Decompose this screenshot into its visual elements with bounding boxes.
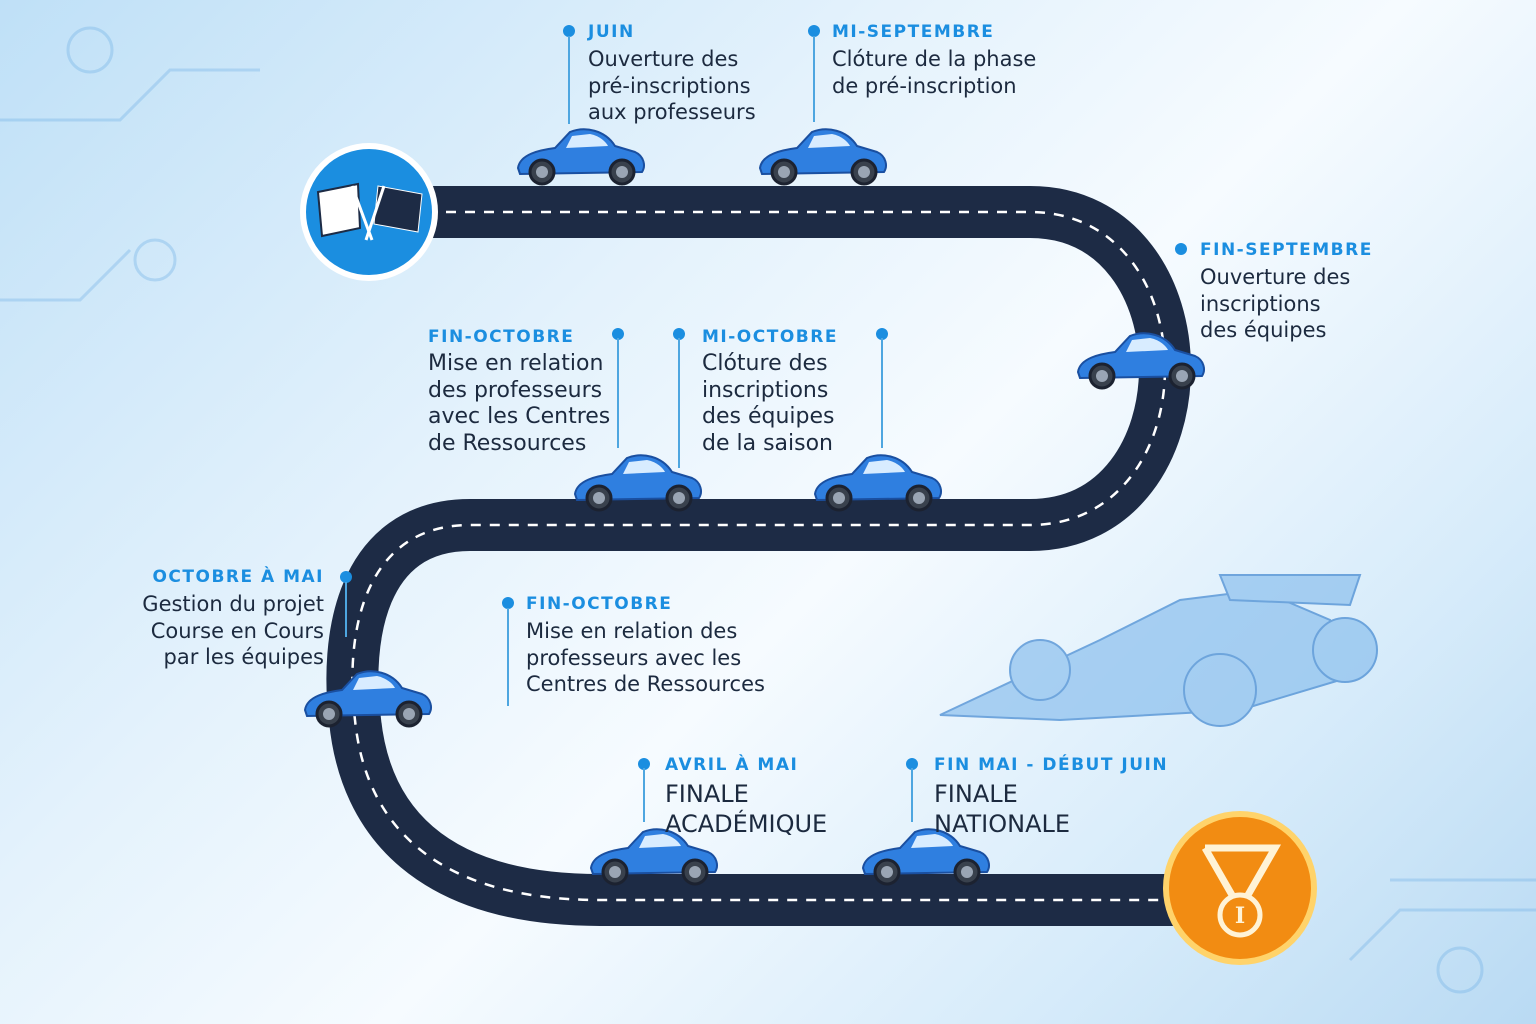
circuit-decoration — [0, 26, 1536, 994]
event-text: FINALE ACADÉMIQUE — [665, 780, 828, 838]
event-date: JUIN — [588, 22, 635, 42]
event-marker — [638, 758, 650, 770]
event-marker — [673, 328, 685, 340]
event-marker — [876, 328, 888, 340]
event-date: FIN-SEPTEMBRE — [1200, 240, 1373, 260]
event-date: MI-SEPTEMBRE — [832, 22, 995, 42]
car-icon — [758, 127, 888, 186]
event-connector — [643, 768, 645, 822]
start-flag-icon — [300, 143, 438, 281]
event-text: Ouverture des pré-inscriptions aux profe… — [588, 47, 756, 124]
event-date: OCTOBRE À MAI — [152, 567, 324, 587]
event-connector — [881, 338, 883, 448]
event-juin: JUIN Ouverture des pré-inscriptions aux … — [588, 22, 756, 126]
event-finale-nationale: FIN MAI - DÉBUT JUIN FINALE NATIONALE — [934, 755, 1168, 839]
event-text: Clóture de la phase de pré-inscription — [832, 47, 1037, 98]
medal-icon: I — [1163, 811, 1317, 965]
event-mi-septembre: MI-SEPTEMBRE Clóture de la phase de pré-… — [832, 22, 1036, 99]
event-date: AVRIL À MAI — [665, 755, 799, 775]
event-fin-septembre: FIN-SEPTEMBRE Ouverture des inscriptions… — [1200, 240, 1373, 344]
race-car-illustration — [939, 574, 1378, 727]
event-fin-octobre-2: FIN-OCTOBRE Mise en relation des profess… — [526, 594, 765, 698]
event-marker — [808, 25, 820, 37]
event-connector — [568, 36, 570, 124]
road-center-line — [351, 210, 1240, 902]
event-mi-octobre: MI-OCTOBRE Clóture des inscriptions des … — [702, 327, 838, 457]
event-marker — [340, 571, 352, 583]
event-fin-octobre: FIN-OCTOBRE Mise en relation des profess… — [428, 327, 610, 457]
event-text: Gestion du projet Course en Cours par le… — [142, 592, 324, 669]
event-marker — [612, 328, 624, 340]
event-connector — [678, 338, 680, 468]
event-date: FIN MAI - DÉBUT JUIN — [934, 755, 1169, 775]
medal-label: I — [1235, 903, 1245, 929]
event-finale-academique: AVRIL À MAI FINALE ACADÉMIQUE — [665, 755, 827, 839]
event-text: Clóture des inscriptions des équipes de … — [702, 351, 835, 456]
event-marker — [502, 597, 514, 609]
event-date: FIN-OCTOBRE — [428, 327, 575, 347]
event-marker — [1175, 243, 1187, 255]
event-connector — [813, 36, 815, 122]
event-marker — [906, 758, 918, 770]
event-marker — [563, 25, 575, 37]
event-connector — [507, 608, 509, 706]
event-date: FIN-OCTOBRE — [526, 594, 673, 614]
event-connector — [911, 768, 913, 822]
event-text: Mise en relation des professeurs avec le… — [526, 619, 765, 696]
event-connector — [617, 338, 619, 448]
event-text: Mise en relation des professeurs avec le… — [428, 351, 611, 456]
event-connector — [345, 582, 347, 637]
car-icon — [516, 127, 646, 186]
event-octobre-a-mai: OCTOBRE À MAI Gestion du projet Course e… — [142, 567, 324, 671]
event-text: FINALE NATIONALE — [934, 780, 1071, 838]
event-date: MI-OCTOBRE — [702, 327, 838, 347]
event-text: Ouverture des inscriptions des équipes — [1200, 265, 1351, 342]
